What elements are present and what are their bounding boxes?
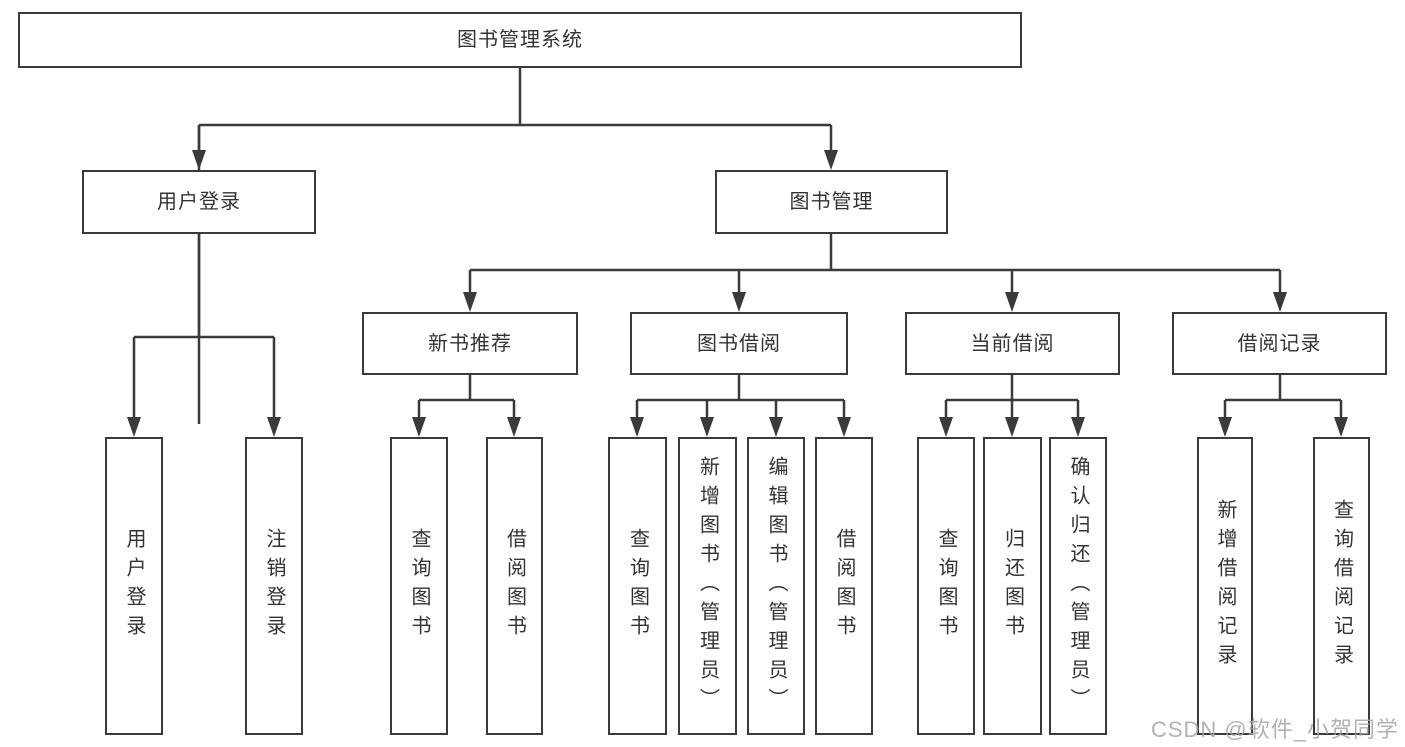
arrowheads	[127, 150, 1348, 437]
arrow-down-icon	[267, 417, 281, 437]
connector-borrow-records	[1223, 375, 1343, 423]
node-book-borrow: 图书借阅	[630, 312, 848, 375]
arrow-down-icon	[1334, 417, 1348, 437]
node-user-login-group: 用户登录	[82, 170, 316, 234]
connector-current-borrow	[944, 375, 1080, 423]
connector-book-borrow	[635, 375, 846, 423]
node-query-borrow-record-label: 查询借阅记录	[1330, 499, 1353, 673]
arrow-down-icon	[700, 417, 714, 437]
node-user-login-group-label: 用户登录	[157, 191, 241, 213]
node-confirm-return-admin-label: 确认归还（管理员）	[1067, 455, 1089, 717]
arrow-down-icon	[127, 417, 141, 437]
node-query-books-current-label: 查询图书	[935, 528, 957, 644]
node-edit-book-admin-label: 编辑图书（管理员）	[765, 455, 787, 717]
arrow-down-icon	[630, 417, 644, 437]
arrow-down-icon	[1005, 292, 1019, 312]
node-query-books-borrow-label: 查询图书	[626, 528, 649, 644]
node-query-books-rec: 查询图书	[390, 437, 448, 735]
arrow-down-icon	[192, 150, 206, 170]
connector-root	[197, 68, 833, 424]
node-query-borrow-record: 查询借阅记录	[1313, 437, 1370, 735]
node-query-books-borrow: 查询图书	[608, 437, 667, 735]
node-borrow-books-rec: 借阅图书	[486, 437, 543, 735]
arrow-down-icon	[1071, 417, 1085, 437]
arrow-down-icon	[939, 417, 953, 437]
arrow-down-icon	[1005, 417, 1019, 437]
node-logout-label: 注销登录	[263, 528, 285, 644]
node-return-books: 归还图书	[983, 437, 1042, 735]
node-confirm-return-admin: 确认归还（管理员）	[1049, 437, 1107, 735]
node-logout: 注销登录	[245, 437, 303, 735]
node-query-books-current: 查询图书	[917, 437, 975, 735]
node-root-system-label: 图书管理系统	[457, 29, 583, 51]
node-user-login: 用户登录	[105, 437, 163, 735]
arrow-down-icon	[1273, 292, 1287, 312]
node-root-system: 图书管理系统	[18, 12, 1022, 68]
node-current-borrow: 当前借阅	[905, 312, 1120, 375]
arrow-down-icon	[732, 292, 746, 312]
node-new-book-recommend-label: 新书推荐	[428, 332, 512, 355]
node-return-books-label: 归还图书	[1001, 528, 1024, 644]
arrow-down-icon	[824, 150, 838, 170]
node-query-books-rec-label: 查询图书	[408, 528, 430, 644]
node-current-borrow-label: 当前借阅	[970, 332, 1055, 355]
node-add-borrow-record-label: 新增借阅记录	[1214, 499, 1236, 673]
arrow-down-icon	[769, 417, 783, 437]
arrow-down-icon	[412, 417, 426, 437]
arrow-down-icon	[1218, 417, 1232, 437]
node-user-login-label: 用户登录	[123, 528, 145, 644]
node-book-management-label: 图书管理	[789, 191, 874, 213]
connector-new-book-recommend	[417, 375, 516, 423]
node-edit-book-admin: 编辑图书（管理员）	[747, 437, 805, 735]
node-borrow-books-rec-label: 借阅图书	[503, 528, 526, 644]
node-book-borrow-label: 图书借阅	[697, 332, 781, 355]
node-add-book-admin-label: 新增图书（管理员）	[696, 455, 719, 717]
node-add-borrow-record: 新增借阅记录	[1197, 437, 1253, 735]
csdn-watermark: CSDN @软件_小贺同学	[1150, 717, 1399, 742]
connector-user-login	[132, 234, 276, 423]
arrow-down-icon	[837, 417, 851, 437]
node-book-management: 图书管理	[715, 170, 948, 234]
node-new-book-recommend: 新书推荐	[362, 312, 578, 375]
node-borrow-books-borrow-label: 借阅图书	[833, 528, 855, 644]
node-borrow-records: 借阅记录	[1172, 312, 1387, 375]
connector-book-management	[468, 234, 1282, 299]
node-borrow-records-label: 借阅记录	[1237, 332, 1322, 355]
arrow-down-icon	[463, 292, 477, 312]
arrow-down-icon	[507, 417, 521, 437]
node-add-book-admin: 新增图书（管理员）	[678, 437, 737, 735]
node-borrow-books-borrow: 借阅图书	[815, 437, 873, 735]
